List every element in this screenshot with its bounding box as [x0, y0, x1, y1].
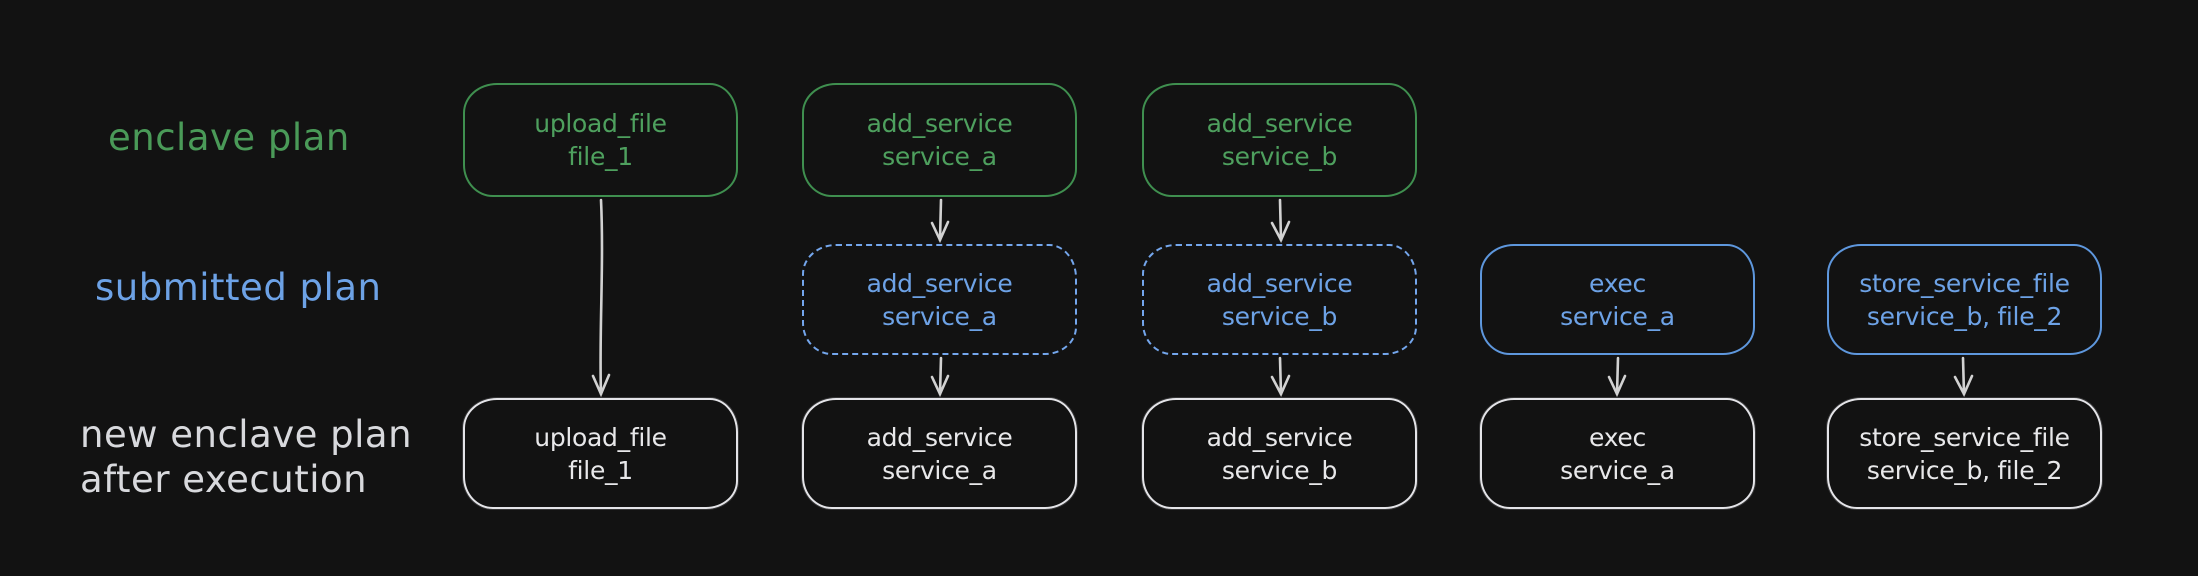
box-text-line1: exec — [1589, 268, 1646, 298]
box-text-line2: service_b — [1221, 455, 1338, 485]
box-text-line1: add_service — [866, 268, 1013, 298]
box-text-line1: upload_file — [534, 422, 667, 452]
box-text-line1: store_service_file — [1859, 268, 2070, 298]
box-text-line2: service_a — [1560, 455, 1675, 485]
arrow-add-service-a-to-submitted — [930, 198, 950, 244]
submitted-plan-box-store-service-file: store_service_file service_b, file_2 — [1827, 244, 2102, 355]
row-label-enclave-plan: enclave plan — [108, 116, 350, 159]
box-text-line2: service_a — [882, 455, 997, 485]
new-plan-box-exec: exec service_a — [1480, 398, 1755, 509]
box-text-line2: file_1 — [568, 455, 633, 485]
submitted-plan-box-add-service-b: add_service service_b — [1142, 244, 1417, 355]
box-text-line1: exec — [1589, 422, 1646, 452]
box-text-line2: service_a — [882, 142, 997, 171]
box-text-line1: store_service_file — [1859, 422, 2070, 452]
box-text-line1: add_service — [1206, 109, 1353, 138]
arrow-exec-to-new-plan — [1607, 356, 1627, 398]
enclave-plan-box-upload-file: upload_file file_1 — [463, 83, 738, 197]
box-text-line2: service_b — [1221, 301, 1338, 331]
box-text-line1: add_service — [1206, 268, 1353, 298]
submitted-plan-box-exec: exec service_a — [1480, 244, 1755, 355]
arrow-upload-file-to-new-plan — [591, 198, 611, 398]
row-label-new-enclave-plan: new enclave plan after execution — [80, 412, 412, 502]
arrow-add-service-b-to-submitted — [1270, 198, 1291, 243]
new-plan-box-store-service-file: store_service_file service_b, file_2 — [1827, 398, 2102, 509]
enclave-plan-box-add-service-b: add_service service_b — [1142, 83, 1417, 197]
row-label-new-enclave-plan-line1: new enclave plan — [80, 413, 413, 456]
box-text-line2: service_a — [1560, 301, 1675, 331]
box-text-line1: add_service — [866, 422, 1013, 452]
box-text-line1: add_service — [1206, 422, 1353, 452]
box-text-line2: file_1 — [568, 142, 633, 171]
enclave-plan-box-add-service-a: add_service service_a — [802, 83, 1077, 197]
box-text-line1: add_service — [866, 109, 1013, 138]
box-text-line2: service_a — [882, 301, 997, 331]
row-label-submitted-plan: submitted plan — [95, 266, 382, 309]
box-text-line2: service_b, file_2 — [1866, 455, 2063, 485]
row-label-new-enclave-plan-line2: after execution — [80, 458, 368, 501]
box-text-line2: service_b — [1221, 142, 1338, 171]
arrow-store-service-file-to-new-plan — [1953, 356, 1974, 397]
submitted-plan-box-add-service-a: add_service service_a — [802, 244, 1077, 355]
box-text-line2: service_b, file_2 — [1866, 301, 2063, 331]
new-plan-box-add-service-b: add_service service_b — [1142, 398, 1417, 509]
new-plan-box-add-service-a: add_service service_a — [802, 398, 1077, 509]
arrow-add-service-a-to-new-plan — [930, 356, 950, 398]
arrow-add-service-b-to-new-plan — [1270, 356, 1291, 397]
box-text-line1: upload_file — [534, 109, 667, 138]
new-plan-box-upload-file: upload_file file_1 — [463, 398, 738, 509]
